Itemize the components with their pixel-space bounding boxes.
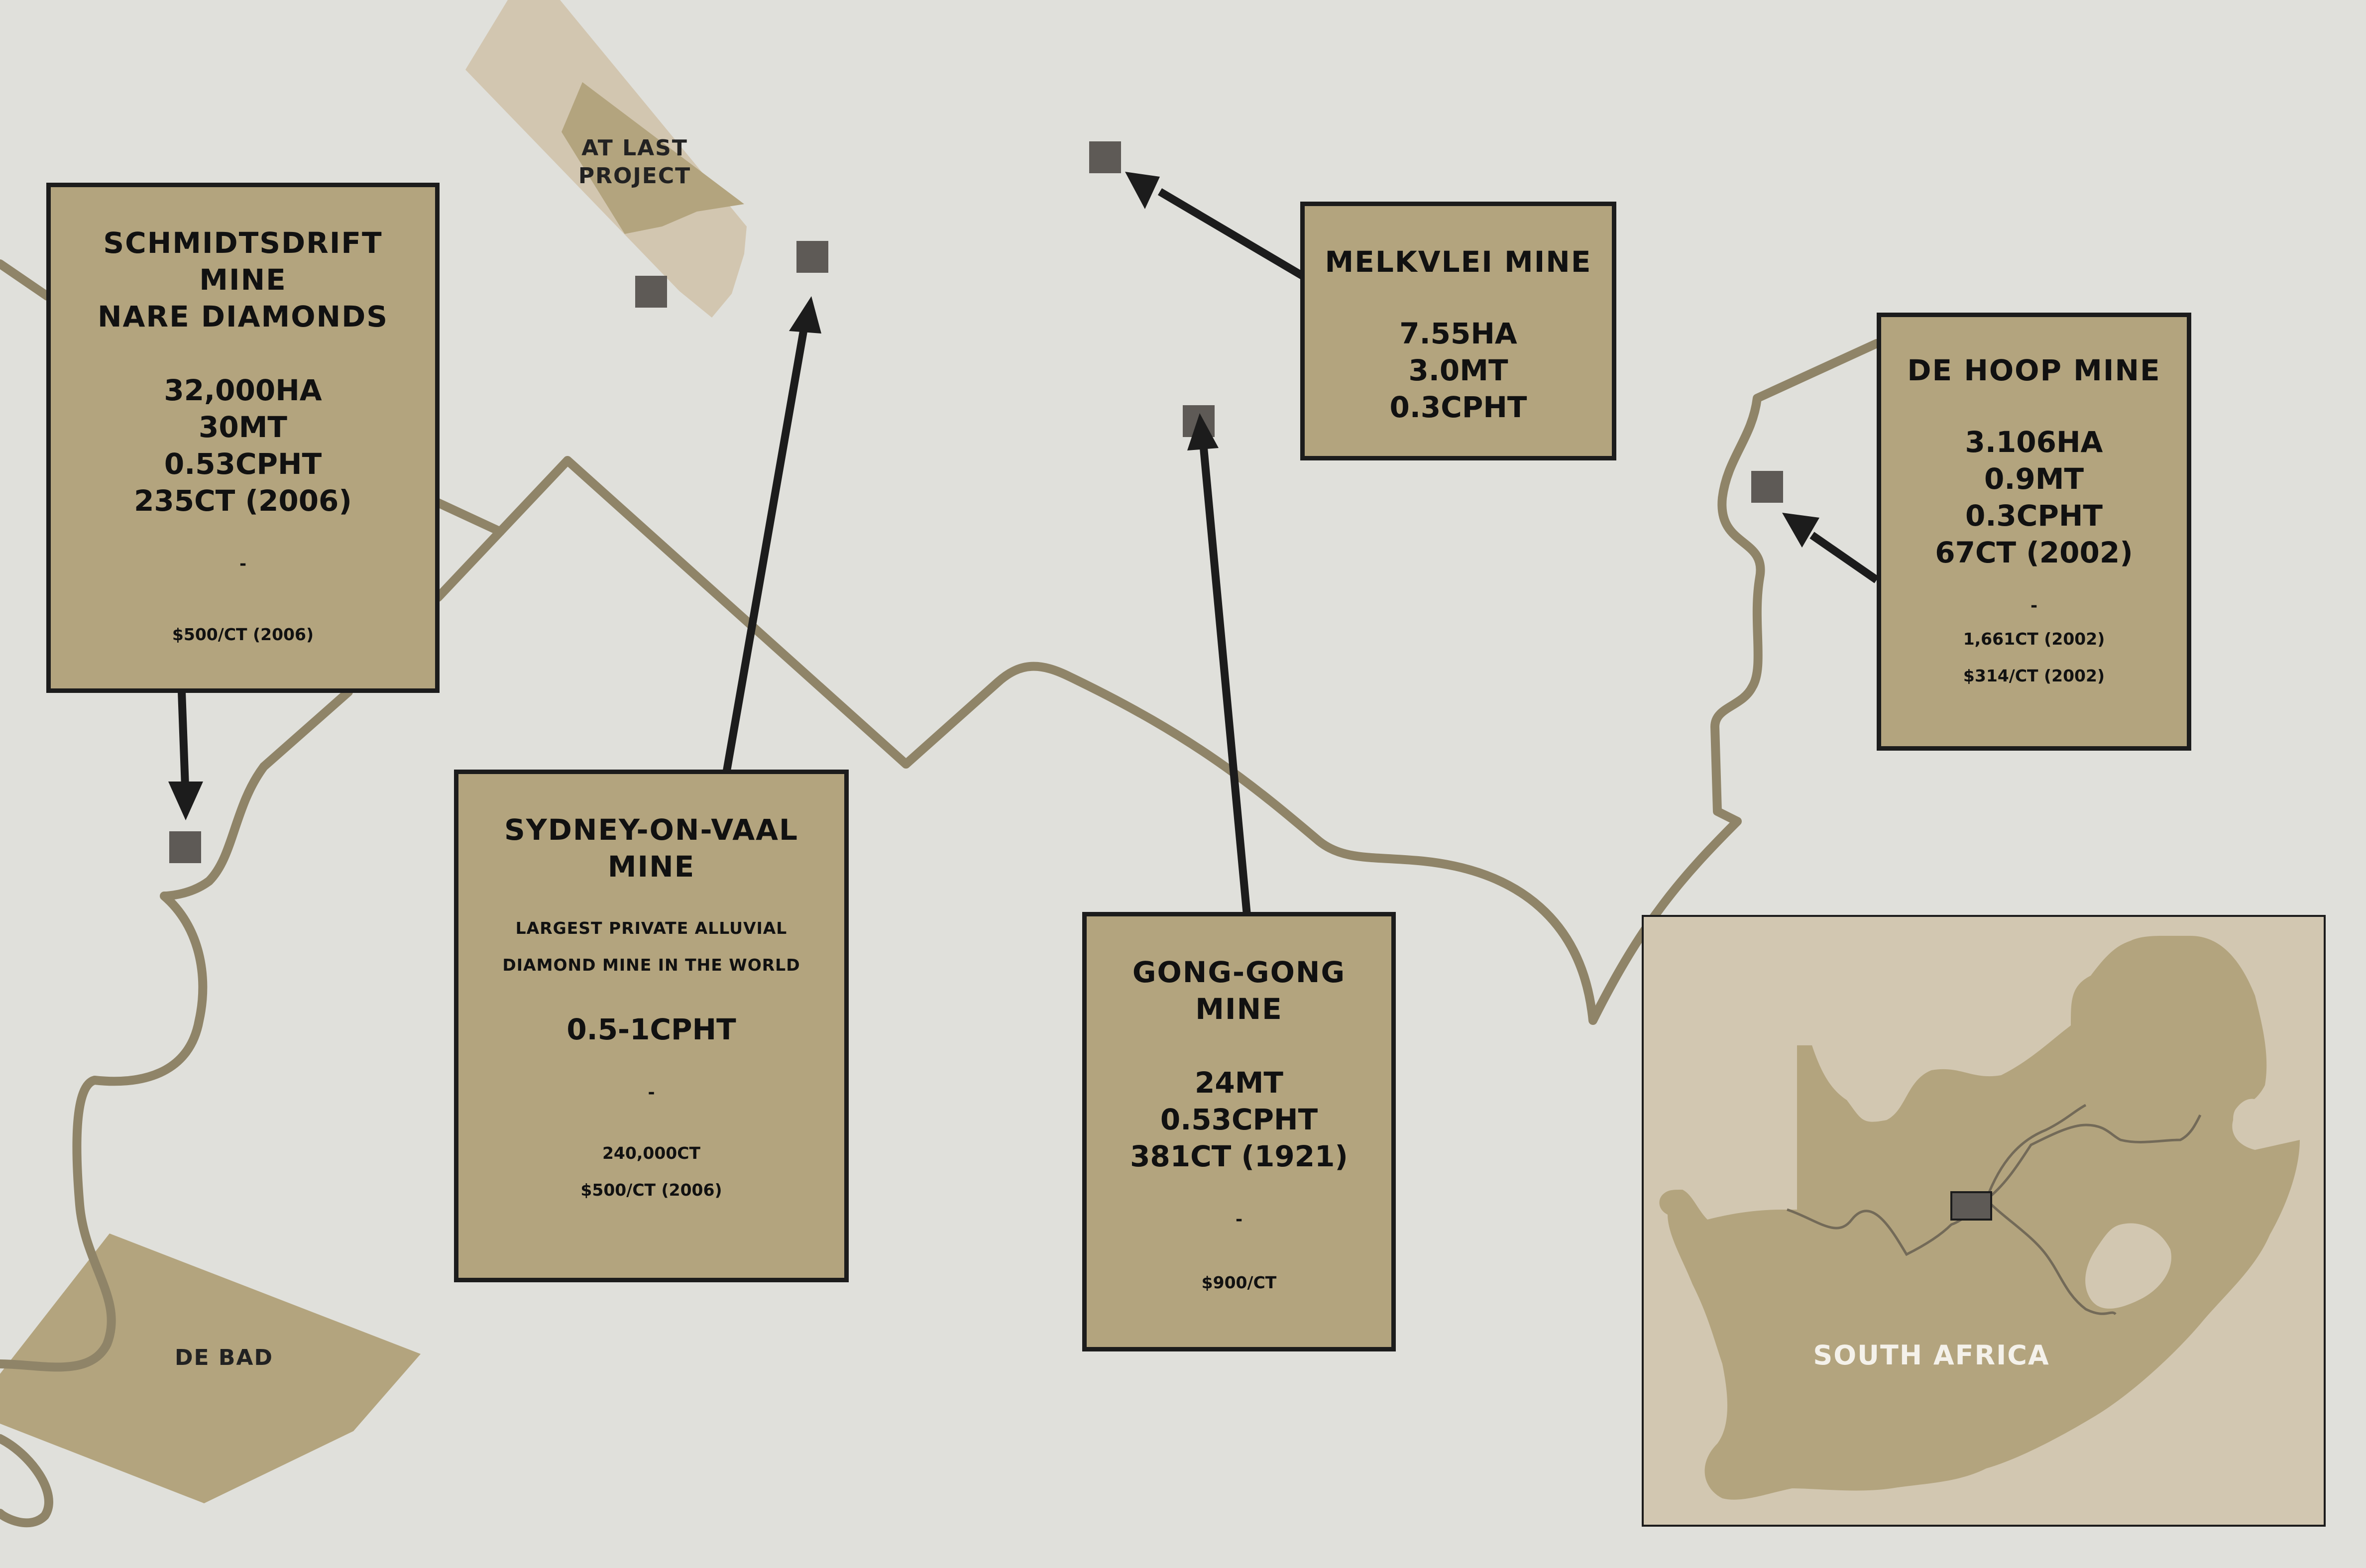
sydney-on-vaal-dash: - [648, 1083, 655, 1103]
sydney-on-vaal-mine-box: SYDNEY-ON-VAAL MINE LARGEST PRIVATE ALLU… [454, 770, 849, 1282]
arrow-schmidtsdrift [178, 691, 189, 787]
marker-melkvlei [1089, 141, 1121, 173]
de-hoop-dash: - [2030, 596, 2038, 616]
sydney-on-vaal-stats: 0.5-1CPHT [566, 1012, 736, 1046]
river-left-branch [0, 259, 353, 1528]
south-africa-label: SOUTH AFRICA [1813, 1340, 2050, 1371]
arrowhead-schmidtsdrift [168, 782, 203, 820]
pointer-arrows [168, 172, 1879, 915]
sydney-on-vaal-title: SYDNEY-ON-VAAL MINE [504, 813, 798, 884]
sydney-on-vaal-description: LARGEST PRIVATE ALLUVIAL DIAMOND MINE IN… [502, 918, 800, 975]
arrow-de-hoop [1809, 532, 1879, 583]
melkvlei-title: MELKVLEI MINE [1325, 245, 1592, 279]
arrow-melkvlei [1157, 188, 1306, 280]
schmidtsdrift-mine-box: SCHMIDTSDRIFT MINE NARE DIAMONDS 32,000H… [46, 183, 440, 693]
inset-map [1642, 915, 2326, 1527]
gong-gong-dash: - [1235, 1210, 1243, 1230]
de-hoop-production: 1,661CT (2002) [1963, 629, 2105, 649]
arrowhead-sydney-on-vaal [789, 296, 821, 334]
sydney-on-vaal-production: 240,000CT [602, 1143, 701, 1163]
de-hoop-title: DE HOOP MINE [1907, 353, 2161, 387]
marker-at-last-1 [635, 276, 667, 308]
river-main [434, 339, 1881, 1025]
schmidtsdrift-stats: 32,000HA 30MT 0.53CPHT 235CT (2006) [134, 373, 352, 518]
at-last-project-area [562, 82, 744, 234]
arrow-gong-gong [1200, 448, 1251, 915]
schmidtsdrift-price: $500/CT (2006) [172, 625, 314, 644]
marker-sydney-on-vaal [796, 241, 828, 273]
sydney-on-vaal-price: $500/CT (2006) [580, 1180, 722, 1200]
schmidtsdrift-dash: - [239, 554, 247, 574]
at-last-project-label: AT LAST PROJECT [578, 135, 691, 189]
gong-gong-price: $900/CT [1201, 1273, 1277, 1292]
arrow-sydney-on-vaal [723, 328, 808, 772]
lesotho-shape [2085, 1223, 2171, 1309]
de-hoop-mine-box: DE HOOP MINE 3.106HA 0.9MT 0.3CPHT 67CT … [1877, 313, 2191, 751]
gong-gong-mine-box: GONG-GONG MINE 24MT 0.53CPHT 381CT (1921… [1082, 912, 1396, 1351]
gong-gong-title: GONG-GONG MINE [1132, 955, 1346, 1026]
marker-schmidtsdrift [169, 831, 201, 863]
arrowhead-de-hoop [1782, 513, 1819, 548]
de-bad-label: DE BAD [174, 1345, 273, 1370]
marker-de-hoop [1751, 471, 1783, 503]
schmidtsdrift-title: SCHMIDTSDRIFT MINE NARE DIAMONDS [98, 226, 388, 334]
eswatini-shape [2233, 1099, 2266, 1141]
de-hoop-price: $314/CT (2002) [1963, 666, 2105, 685]
arrowhead-gong-gong [1187, 413, 1219, 450]
melkvlei-stats: 7.55HA 3.0MT 0.3CPHT [1389, 317, 1527, 424]
inset-rivers [1787, 1104, 2202, 1316]
melkvlei-mine-box: MELKVLEI MINE 7.55HA 3.0MT 0.3CPHT [1300, 202, 1616, 460]
de-hoop-stats: 3.106HA 0.9MT 0.3CPHT 67CT (2002) [1935, 425, 2133, 569]
arrowhead-melkvlei [1125, 172, 1160, 209]
gong-gong-stats: 24MT 0.53CPHT 381CT (1921) [1130, 1066, 1348, 1173]
inset-locator-box [1950, 1191, 1992, 1221]
